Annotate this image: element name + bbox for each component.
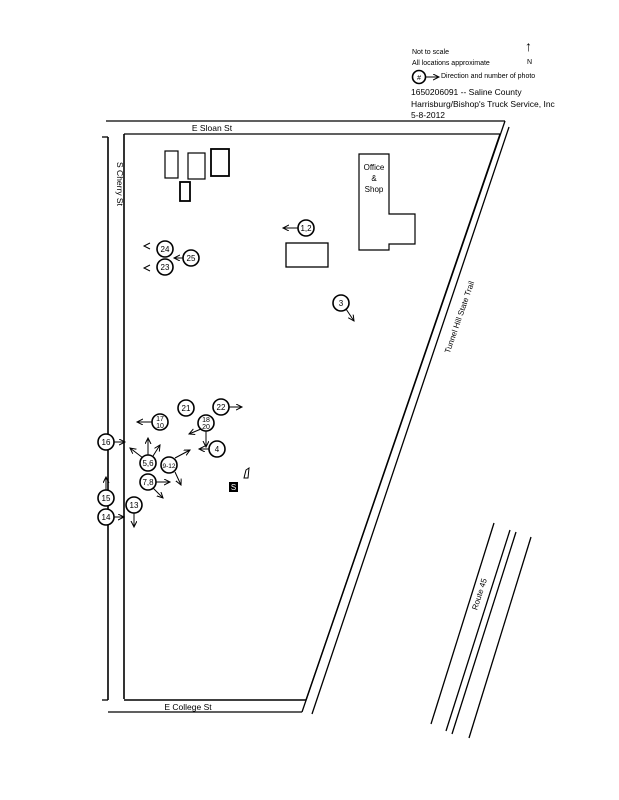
sample-marker-s: S bbox=[229, 482, 238, 492]
photo-circle bbox=[156, 240, 174, 258]
street-label-e-college: E College St bbox=[164, 702, 212, 712]
outbuilding-1 bbox=[164, 150, 179, 179]
north-arrow-icon: ↑ bbox=[525, 38, 532, 54]
street-e-college: E College St bbox=[102, 699, 306, 713]
photo-number-label: 5,6 bbox=[142, 459, 154, 468]
photo-direction-chevron-icon bbox=[142, 264, 151, 272]
photo-number-label: 9-12 bbox=[162, 463, 175, 470]
photo-number-label: 14 bbox=[102, 513, 111, 522]
photo-marker-p21: 21 bbox=[177, 399, 195, 417]
office-shop-building: Office & Shop bbox=[358, 153, 416, 251]
photo-circle bbox=[97, 508, 115, 526]
route-45: Route 45 bbox=[430, 522, 532, 739]
outbuilding-2 bbox=[187, 152, 206, 180]
photo-circle bbox=[97, 489, 115, 507]
photo-circle bbox=[151, 413, 169, 431]
photo-number-label: 15 bbox=[102, 494, 111, 503]
photo-circle bbox=[177, 399, 195, 417]
small-object-icon bbox=[243, 466, 250, 479]
photo-circle bbox=[332, 294, 350, 312]
site-id: 1650206091 -- Saline County bbox=[411, 87, 522, 97]
photo-direction-arrow bbox=[189, 428, 202, 434]
sample-marker-label: S bbox=[231, 483, 236, 492]
photo-marker-p16: 16 bbox=[97, 433, 125, 451]
photo-number-label: 20 bbox=[202, 424, 210, 431]
office-label-3: Shop bbox=[365, 185, 384, 194]
photo-circle bbox=[139, 454, 157, 472]
photo-direction-arrow bbox=[130, 448, 144, 459]
photo-legend-symbol-label: # bbox=[417, 75, 421, 82]
photo-marker-p14: 14 bbox=[97, 508, 124, 526]
not-to-scale-note: Not to scale bbox=[412, 49, 449, 56]
photo-circle bbox=[156, 258, 174, 276]
locations-approx-note: All locations approximate bbox=[412, 60, 490, 67]
photo-number-label: 21 bbox=[182, 404, 191, 413]
photo-marker-p9-12: 9-12 bbox=[160, 450, 190, 485]
photo-marker-p3: 3 bbox=[332, 294, 354, 321]
photo-marker-p1-2: 1,2 bbox=[283, 219, 315, 237]
street-e-sloan: E Sloan St bbox=[106, 120, 505, 135]
office-label-2: & bbox=[371, 174, 377, 183]
north-label: N bbox=[527, 59, 533, 66]
photo-circle bbox=[208, 440, 226, 458]
photo-direction-arrow bbox=[174, 450, 190, 459]
photo-marker-p15: 15 bbox=[97, 477, 115, 507]
photo-direction-arrow bbox=[174, 471, 181, 485]
photo-circle bbox=[139, 473, 157, 491]
photo-direction-chevron-icon bbox=[142, 242, 151, 250]
photo-marker-p13: 13 bbox=[125, 496, 143, 527]
photo-circle bbox=[197, 414, 215, 432]
photo-direction-arrow bbox=[152, 445, 160, 457]
outbuilding-3 bbox=[210, 148, 230, 177]
report-date: 5-8-2012 bbox=[411, 110, 446, 120]
photo-number-label: 23 bbox=[161, 263, 170, 272]
street-label-s-cherry: S Cherry St bbox=[115, 162, 125, 207]
street-s-cherry: S Cherry St bbox=[102, 134, 125, 700]
photo-circle bbox=[160, 456, 178, 474]
tunnel-hill-state-trail: Tunnel Hill State Trail bbox=[301, 120, 510, 715]
site-name: Harrisburg/Bishop's Truck Service, Inc bbox=[411, 99, 555, 109]
photo-marker-p23: 23 bbox=[156, 258, 174, 276]
photo-number-label: 1,2 bbox=[300, 224, 312, 233]
photo-number-label: 24 bbox=[161, 245, 170, 254]
photo-direction-arrow bbox=[345, 308, 354, 321]
photo-number-label: 3 bbox=[339, 299, 344, 308]
photo-number-label: 25 bbox=[187, 254, 196, 263]
photo-number-label: 22 bbox=[217, 403, 226, 412]
photo-marker-p7-8: 7,8 bbox=[139, 473, 170, 498]
photo-circle bbox=[212, 398, 230, 416]
photo-direction-arrow bbox=[152, 487, 163, 498]
street-label-e-sloan: E Sloan St bbox=[192, 123, 233, 133]
photo-number-label: 16 bbox=[102, 438, 111, 447]
photo-number-label: 13 bbox=[130, 501, 139, 510]
photo-circle bbox=[97, 433, 115, 451]
photo-marker-p25: 25 bbox=[174, 249, 200, 267]
photo-number-label: 7,8 bbox=[142, 478, 154, 487]
outbuilding-4 bbox=[179, 181, 191, 202]
photo-marker-p24: 24 bbox=[156, 240, 174, 258]
photo-circle bbox=[182, 249, 200, 267]
photo-number-label: 17 bbox=[156, 416, 164, 423]
photo-number-label: 4 bbox=[215, 445, 220, 454]
trail-label: Tunnel Hill State Trail bbox=[443, 280, 476, 355]
photo-legend-desc: Direction and number of photo bbox=[441, 73, 536, 80]
photo-circle bbox=[297, 219, 315, 237]
photo-number-label: 10 bbox=[156, 423, 164, 430]
photo-marker-p5-6: 5,6 bbox=[130, 438, 160, 472]
photo-marker-p4: 4 bbox=[199, 440, 226, 458]
photo-legend-symbol: # bbox=[411, 69, 440, 85]
outbuilding-5 bbox=[285, 242, 329, 268]
photo-marker-p22: 22 bbox=[212, 398, 242, 416]
photo-circle bbox=[125, 496, 143, 514]
photo-number-label: 18 bbox=[202, 417, 210, 424]
office-label-1: Office bbox=[364, 163, 385, 172]
outbuildings bbox=[164, 148, 329, 268]
